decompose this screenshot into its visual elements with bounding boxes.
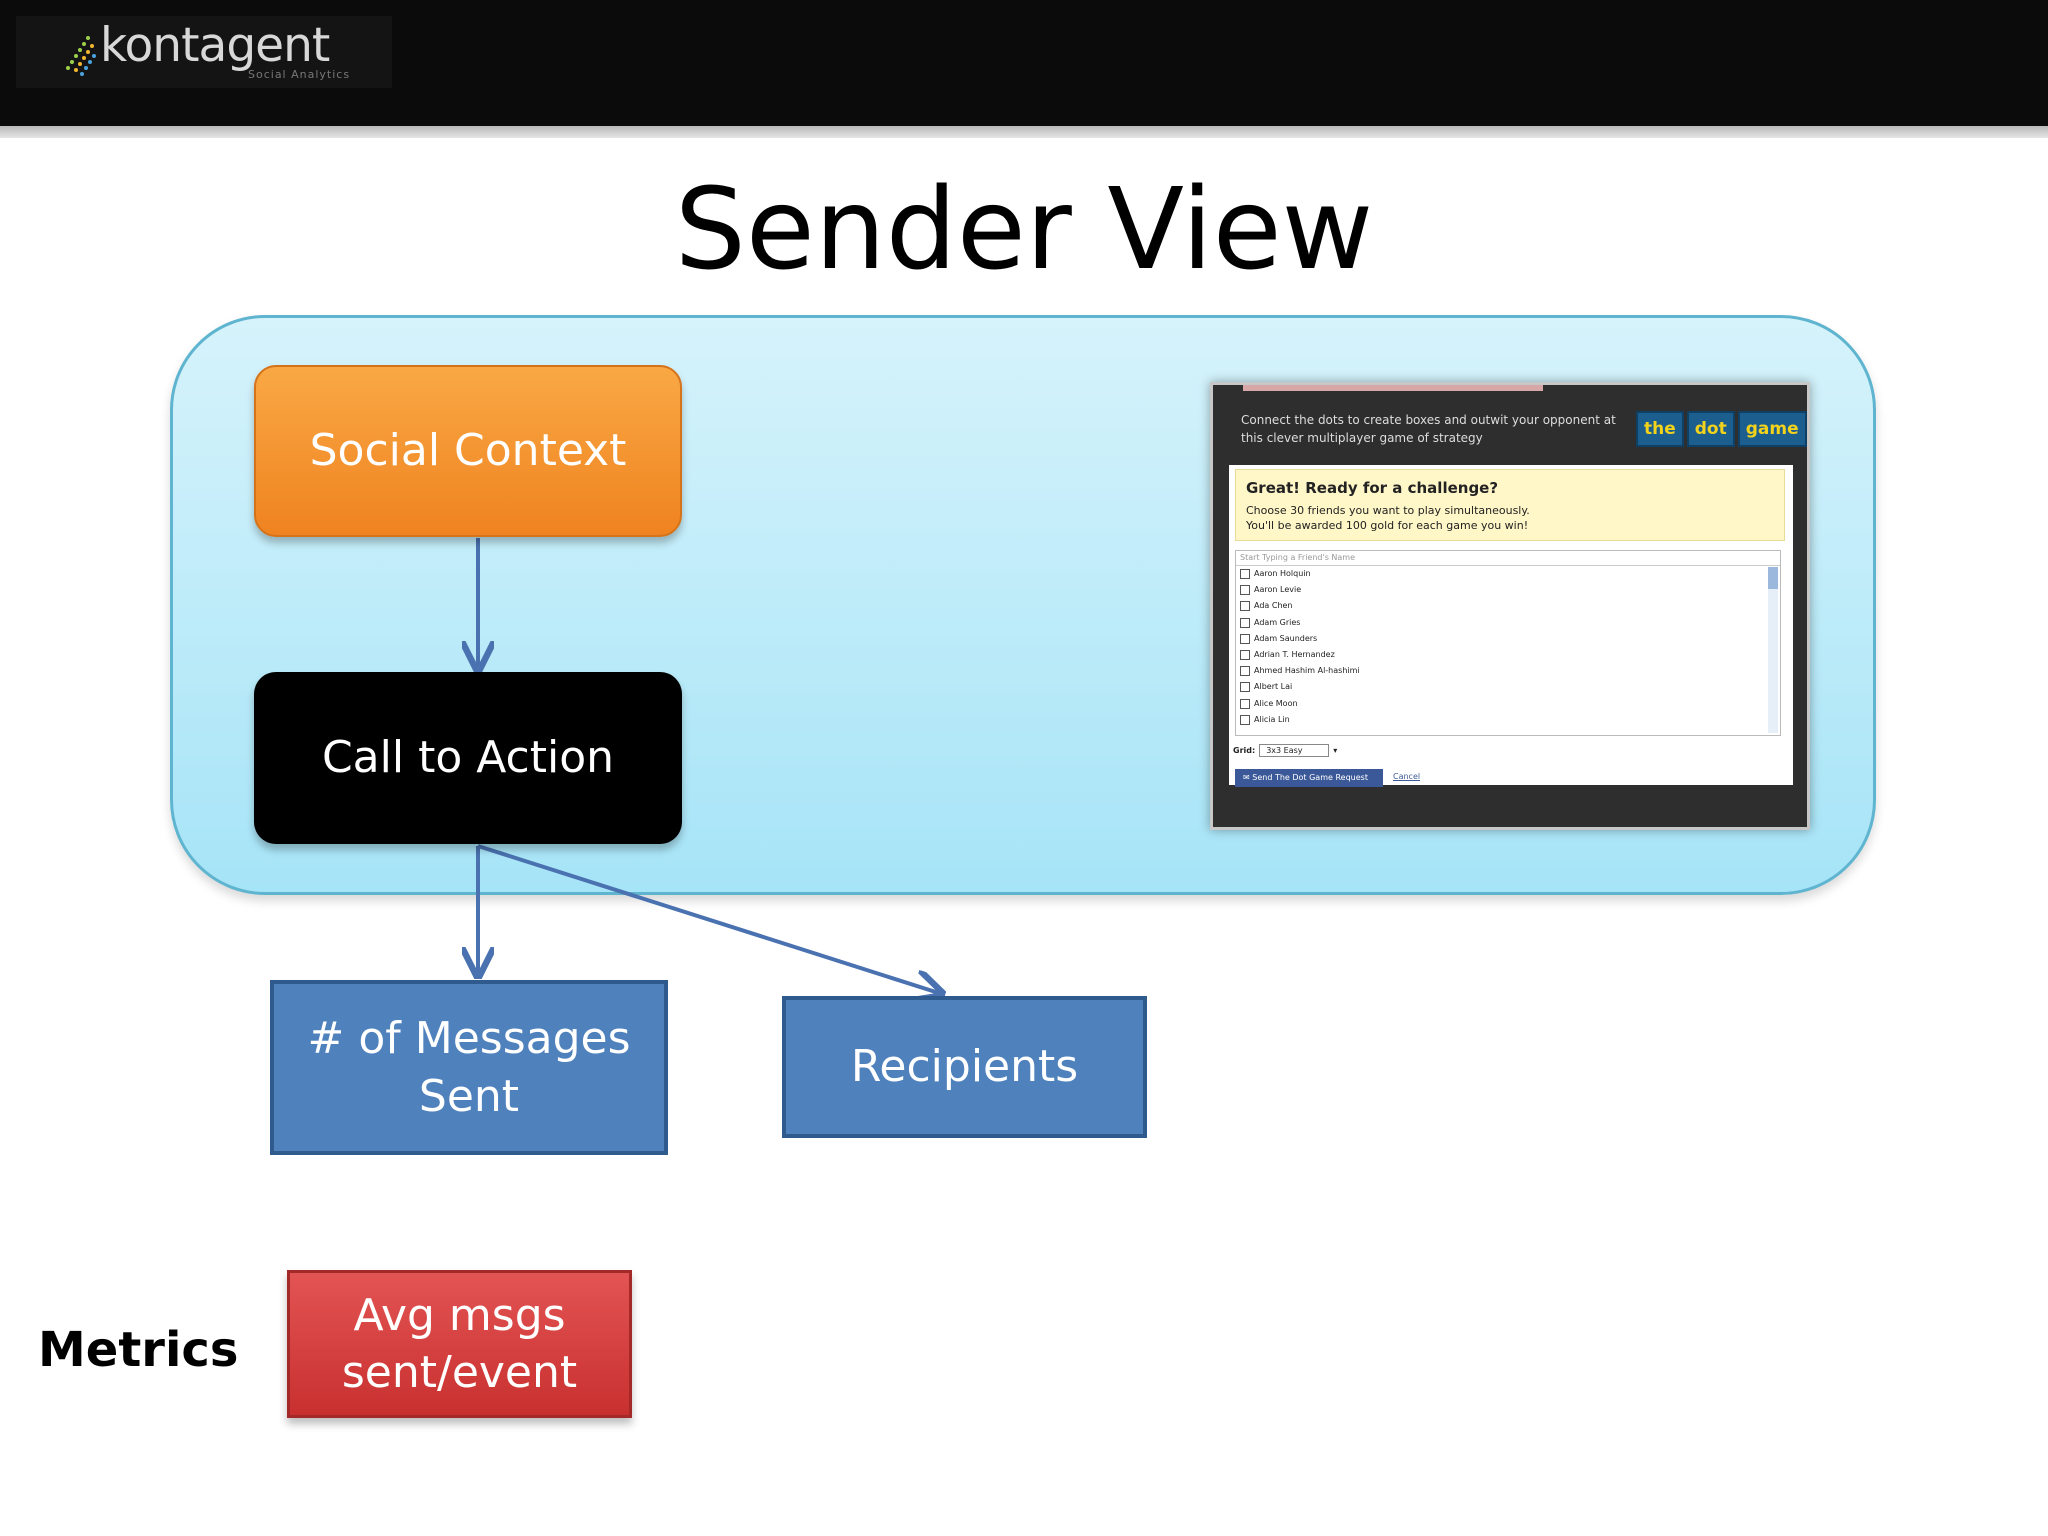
friend-search-input[interactable]: Start Typing a Friend's Name [1236, 551, 1780, 566]
friend-checkbox[interactable] [1240, 633, 1250, 644]
grid-select[interactable]: 3x3 Easy [1259, 744, 1330, 757]
logo-dots-icon [66, 36, 96, 76]
friend-name: Adam Saunders [1254, 633, 1318, 643]
logo-tagline: Social Analytics [248, 68, 351, 81]
friend-list-item[interactable]: Adam Saunders [1236, 631, 1780, 647]
send-request-button[interactable]: ✉ Send The Dot Game Request [1235, 769, 1383, 787]
friend-list-item[interactable]: Adam Gries [1236, 615, 1780, 631]
friend-list-item[interactable]: Ada Chen [1236, 598, 1780, 614]
envelope-icon: ✉ [1243, 773, 1253, 782]
social-context-box: Social Context [254, 365, 682, 537]
friend-name: Ada Chen [1254, 601, 1293, 611]
logo-word-game: game [1737, 411, 1807, 447]
grid-label: Grid: [1233, 746, 1256, 755]
dot-game-logo: the dot game [1636, 411, 1807, 447]
friend-checkbox[interactable] [1240, 601, 1250, 612]
recipients-box: Recipients [782, 996, 1147, 1138]
friend-name: Aaron Holquin [1254, 569, 1311, 579]
friend-list-item[interactable]: Ahmed Hashim Al-hashimi [1236, 663, 1780, 679]
alert-line-2: You'll be awarded 100 gold for each game… [1246, 519, 1529, 533]
header-divider [0, 126, 2048, 138]
friend-name: Alice Moon [1254, 698, 1298, 708]
friend-name: Adam Gries [1254, 617, 1301, 627]
screenshot-top-strip [1243, 385, 1543, 391]
friend-name: Aaron Levie [1254, 585, 1302, 595]
friend-list-item[interactable]: Alice Moon [1236, 696, 1780, 712]
alert-line-1: Choose 30 friends you want to play simul… [1246, 504, 1530, 517]
logo-word-the: the [1636, 411, 1684, 447]
game-description: Connect the dots to create boxes and out… [1241, 413, 1616, 445]
chevron-down-icon[interactable]: ▾ [1333, 746, 1338, 755]
game-request-screenshot: Connect the dots to create boxes and out… [1210, 382, 1810, 830]
friend-checkbox[interactable] [1240, 698, 1250, 709]
request-dialog: Great! Ready for a challenge? Choose 30 … [1229, 465, 1793, 787]
kontagent-logo: kontagent Social Analytics [16, 16, 392, 88]
page-title: Sender View [674, 165, 1374, 295]
friend-list-item[interactable]: Aaron Levie [1236, 582, 1780, 598]
call-to-action-box: Call to Action [254, 672, 682, 844]
friend-checkbox[interactable] [1240, 666, 1250, 677]
logo-text: kontagent [100, 18, 330, 73]
scrollbar-thumb[interactable] [1768, 567, 1778, 589]
friend-checkbox[interactable] [1240, 617, 1250, 628]
friend-selector: Start Typing a Friend's Name Aaron Holqu… [1235, 550, 1781, 736]
friend-list-scrollbar[interactable] [1768, 567, 1778, 733]
metrics-label: Metrics [38, 1322, 239, 1378]
friend-checkbox[interactable] [1240, 682, 1250, 693]
grid-selector: Grid: 3x3 Easy ▾ [1233, 744, 1337, 757]
alert-title: Great! Ready for a challenge? [1246, 479, 1499, 497]
friend-list-item[interactable]: Albert Lai [1236, 679, 1780, 695]
friend-name: Adrian T. Hernandez [1254, 650, 1335, 660]
friend-list-item[interactable]: Alicia Lin [1236, 712, 1780, 728]
friend-checkbox[interactable] [1240, 714, 1250, 725]
send-request-label: Send The Dot Game Request [1252, 773, 1368, 782]
friend-name: Ahmed Hashim Al-hashimi [1254, 666, 1360, 676]
friend-checkbox[interactable] [1240, 650, 1250, 661]
messages-sent-box: # of Messages Sent [270, 980, 668, 1155]
friend-list-item[interactable]: Aaron Holquin [1236, 566, 1780, 582]
header-bar: kontagent Social Analytics [0, 0, 2048, 126]
avg-msgs-box: Avg msgs sent/event [287, 1270, 632, 1418]
friend-name: Albert Lai [1254, 682, 1293, 692]
challenge-alert: Great! Ready for a challenge? Choose 30 … [1235, 469, 1785, 541]
friend-name: Alicia Lin [1254, 714, 1290, 724]
cancel-link[interactable]: Cancel [1393, 772, 1421, 781]
friend-checkbox[interactable] [1240, 585, 1250, 596]
logo-word-dot: dot [1686, 411, 1735, 447]
friend-checkbox[interactable] [1240, 569, 1250, 580]
friend-list-item[interactable]: Adrian T. Hernandez [1236, 647, 1780, 663]
